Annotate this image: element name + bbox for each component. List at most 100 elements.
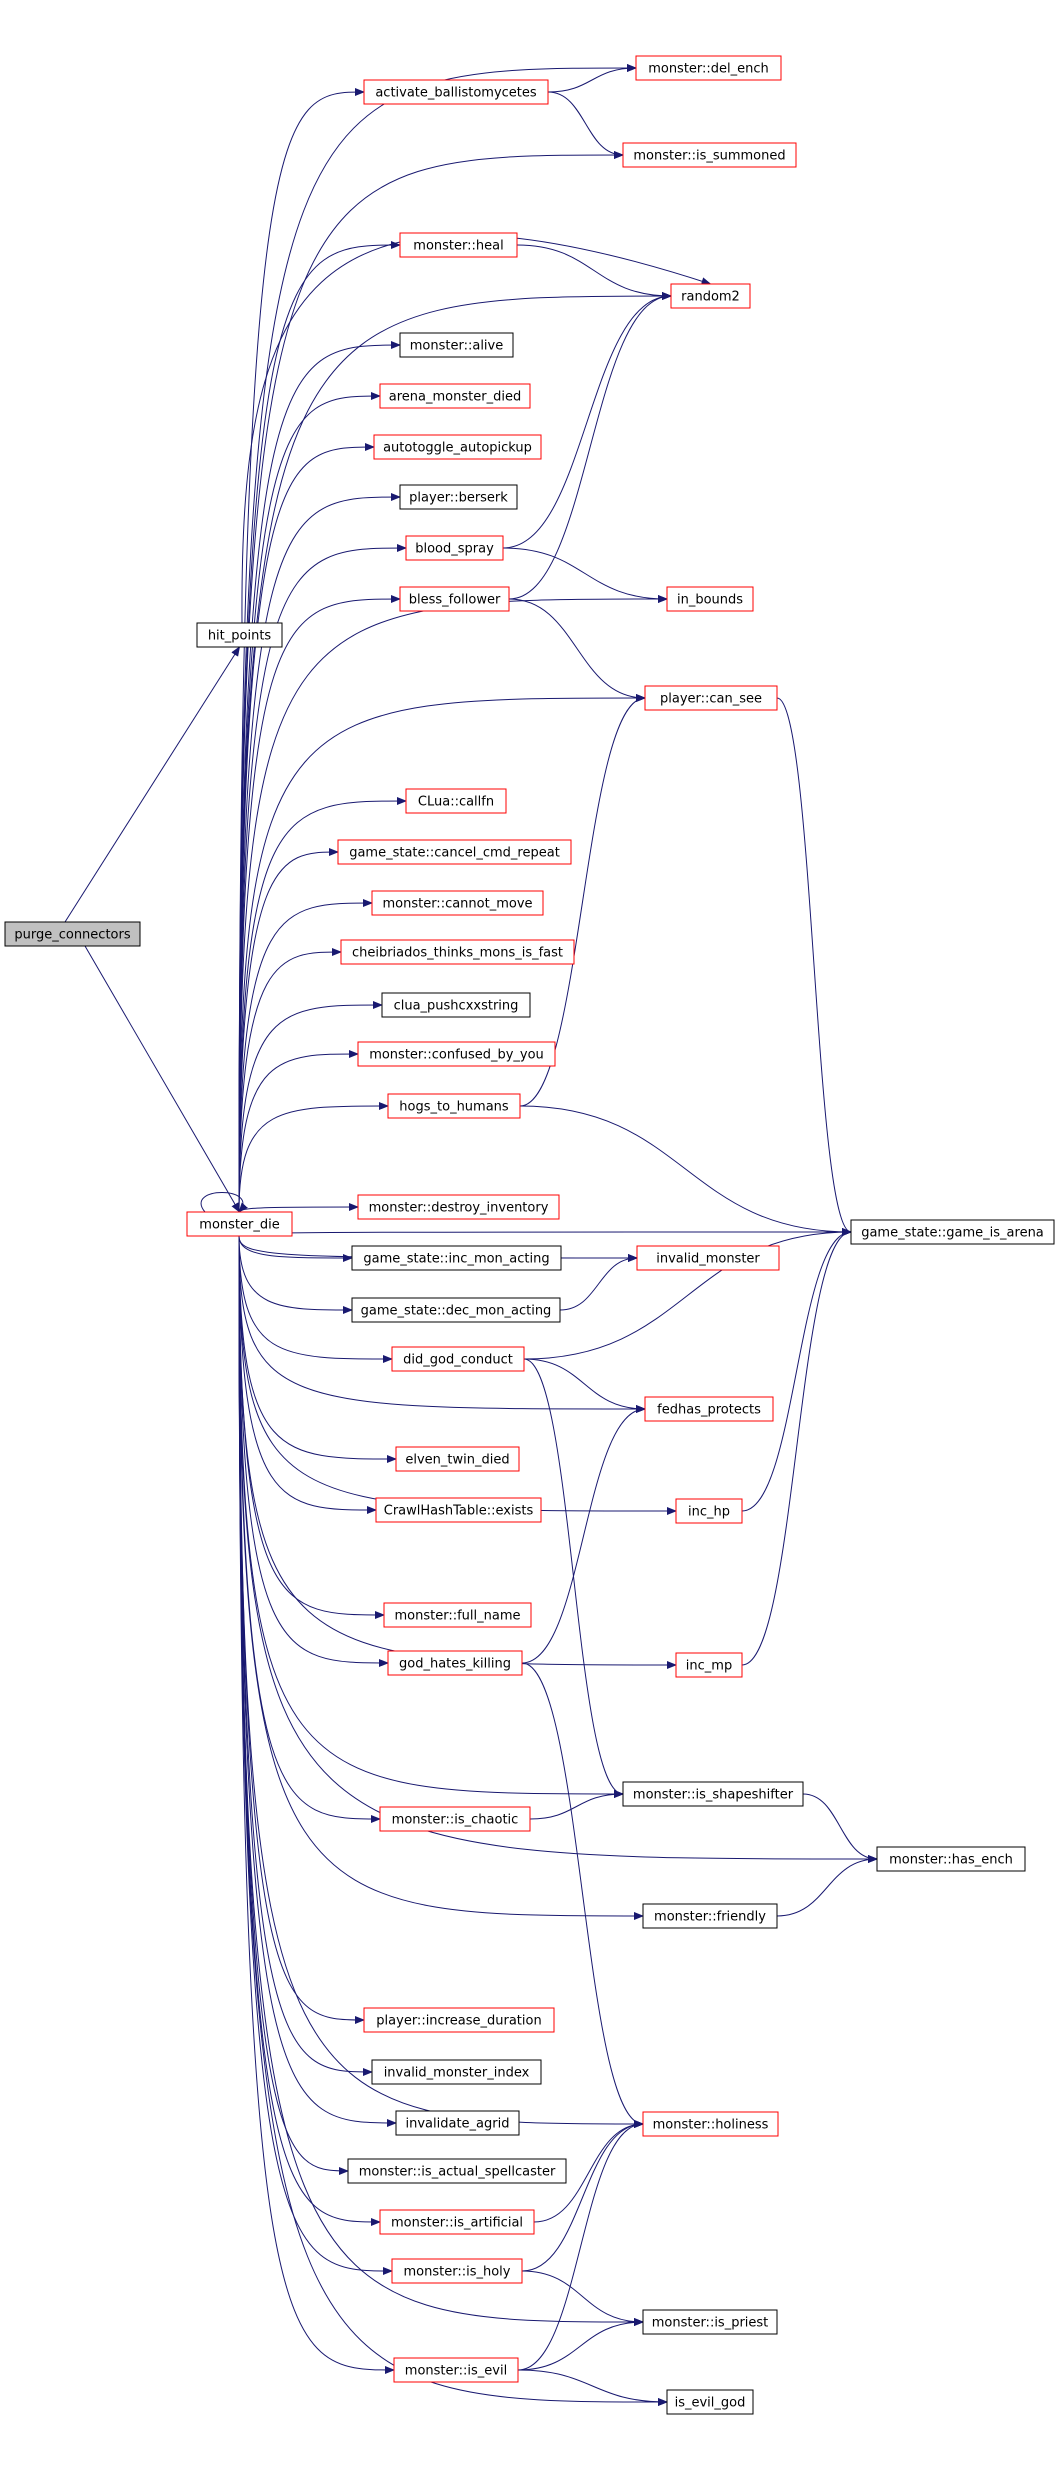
node-monster_confused_by_you[interactable]: monster::confused_by_you	[357, 1041, 556, 1067]
node-label: CLua::callfn	[418, 795, 494, 810]
edge-blood_spray-to-in_bounds	[502, 547, 668, 603]
node-label: monster::is_artificial	[391, 2216, 523, 2231]
node-crawlhashtable_exists[interactable]: CrawlHashTable::exists	[375, 1497, 542, 1523]
node-label: player::berserk	[409, 491, 508, 506]
node-game_state_cancel_cmd_repeat[interactable]: game_state::cancel_cmd_repeat	[337, 839, 572, 865]
node-hogs_to_humans[interactable]: hogs_to_humans	[387, 1093, 521, 1119]
node-label: arena_monster_died	[389, 390, 521, 405]
edge-monster_is_holy-to-monster_is_priest	[521, 2270, 644, 2326]
edge-blood_spray-to-random2	[502, 292, 672, 549]
edge-monster_is_artificial-to-monster_holiness	[533, 2120, 644, 2223]
node-invalidate_agrid[interactable]: invalidate_agrid	[395, 2110, 520, 2136]
node-game_state_game_is_arena[interactable]: game_state::game_is_arena	[850, 1219, 1055, 1245]
edge-monster_die-to-monster_is_evil	[238, 1235, 395, 2374]
edge-player_can_see-to-game_state_game_is_arena	[776, 697, 852, 1236]
node-autotoggle_autopickup[interactable]: autotoggle_autopickup	[373, 434, 542, 460]
node-monster_is_actual_spellcaster[interactable]: monster::is_actual_spellcaster	[347, 2158, 567, 2184]
node-box	[391, 1346, 525, 1372]
node-monster_cannot_move[interactable]: monster::cannot_move	[371, 890, 544, 916]
node-label: activate_ballistomycetes	[375, 86, 537, 101]
node-game_state_dec_mon_acting[interactable]: game_state::dec_mon_acting	[351, 1297, 561, 1323]
node-in_bounds[interactable]: in_bounds	[666, 586, 754, 612]
node-monster_is_holy[interactable]: monster::is_holy	[391, 2258, 523, 2284]
node-invalid_monster[interactable]: invalid_monster	[636, 1245, 780, 1271]
node-player_berserk[interactable]: player::berserk	[399, 484, 518, 510]
node-label: inc_hp	[688, 1505, 730, 1520]
node-box	[196, 622, 283, 648]
node-god_hates_killing[interactable]: god_hates_killing	[387, 1650, 523, 1676]
node-monster_is_priest[interactable]: monster::is_priest	[642, 2309, 778, 2335]
node-monster_holiness[interactable]: monster::holiness	[642, 2111, 779, 2137]
node-box	[622, 1781, 804, 1807]
node-label: monster::holiness	[653, 2118, 769, 2133]
node-game_state_inc_mon_acting[interactable]: game_state::inc_mon_acting	[351, 1245, 562, 1271]
node-monster_die[interactable]: monster_die	[186, 1211, 293, 1237]
node-monster_heal[interactable]: monster::heal	[399, 232, 518, 258]
edge-monster_die-to-monster_is_actual_spellcaster	[238, 1235, 349, 2175]
edge-bless_follower-to-random2	[508, 292, 672, 600]
node-monster_is_shapeshifter[interactable]: monster::is_shapeshifter	[622, 1781, 804, 1807]
node-box	[340, 939, 575, 965]
node-label: monster::alive	[410, 339, 503, 354]
node-hit_points[interactable]: hit_points	[196, 622, 283, 648]
edge-god_hates_killing-to-monster_holiness	[521, 1662, 644, 2128]
node-label: autotoggle_autopickup	[383, 441, 532, 456]
edge-monster_die-to-is_evil_god	[238, 1235, 668, 2406]
node-monster_del_ench[interactable]: monster::del_ench	[635, 55, 782, 81]
node-purge_connectors[interactable]: purge_connectors	[4, 921, 141, 947]
node-clua_callfn[interactable]: CLua::callfn	[405, 788, 507, 814]
node-bless_follower[interactable]: bless_follower	[399, 586, 510, 612]
node-label: purge_connectors	[14, 928, 130, 943]
node-monster_destroy_inventory[interactable]: monster::destroy_inventory	[357, 1194, 560, 1220]
node-is_evil_god[interactable]: is_evil_god	[666, 2389, 754, 2415]
edge-monster_die-to-game_state_game_is_arena	[238, 1228, 852, 1237]
node-arena_monster_died[interactable]: arena_monster_died	[379, 383, 531, 409]
node-blood_spray[interactable]: blood_spray	[405, 535, 504, 561]
node-monster_is_summoned[interactable]: monster::is_summoned	[622, 142, 797, 168]
edge-monster_die-to-player_berserk	[238, 493, 401, 1213]
node-inc_hp[interactable]: inc_hp	[675, 1498, 743, 1524]
node-box	[395, 1446, 520, 1472]
node-monster_is_chaotic[interactable]: monster::is_chaotic	[379, 1806, 531, 1832]
edge-monster_die-to-player_can_see	[238, 694, 646, 1213]
node-did_god_conduct[interactable]: did_god_conduct	[391, 1346, 525, 1372]
node-monster_is_evil[interactable]: monster::is_evil	[393, 2357, 519, 2383]
node-fedhas_protects[interactable]: fedhas_protects	[644, 1396, 774, 1422]
node-activate_ballistomycetes[interactable]: activate_ballistomycetes	[363, 79, 549, 105]
node-inc_mp[interactable]: inc_mp	[675, 1652, 743, 1678]
edge-monster_die-to-monster_die	[200, 1192, 248, 1213]
node-box	[357, 1194, 560, 1220]
node-label: hit_points	[208, 629, 272, 644]
node-label: blood_spray	[415, 542, 494, 557]
node-label: invalid_monster	[656, 1252, 760, 1267]
node-random2[interactable]: random2	[670, 283, 751, 309]
node-invalid_monster_index[interactable]: invalid_monster_index	[371, 2059, 542, 2085]
edge-god_hates_killing-to-fedhas_protects	[521, 1405, 646, 1664]
node-box	[381, 992, 531, 1018]
edge-monster_die-to-monster_has_ench	[238, 1235, 878, 1863]
node-box	[666, 586, 754, 612]
edge-monster_die-to-game_state_dec_mon_acting	[238, 1235, 353, 1314]
node-box	[387, 1093, 521, 1119]
node-label: game_state::cancel_cmd_repeat	[349, 846, 560, 861]
node-monster_alive[interactable]: monster::alive	[399, 332, 514, 358]
edge-did_god_conduct-to-game_state_game_is_arena	[523, 1228, 852, 1360]
node-monster_full_name[interactable]: monster::full_name	[383, 1602, 532, 1628]
node-box	[642, 1903, 778, 1929]
node-player_can_see[interactable]: player::can_see	[644, 685, 778, 711]
node-cheibriados_thinks_mons_is_fast[interactable]: cheibriados_thinks_mons_is_fast	[340, 939, 575, 965]
node-monster_has_ench[interactable]: monster::has_ench	[876, 1846, 1026, 1872]
node-box	[644, 1396, 774, 1422]
edge-hogs_to_humans-to-game_state_game_is_arena	[519, 1105, 852, 1236]
node-label: monster::del_ench	[648, 62, 769, 77]
node-player_increase_duration[interactable]: player::increase_duration	[363, 2007, 555, 2033]
node-label: monster::is_evil	[405, 2364, 507, 2379]
node-clua_pushcxxstring[interactable]: clua_pushcxxstring	[381, 992, 531, 1018]
edge-monster_die-to-monster_full_name	[238, 1235, 385, 1619]
node-box	[387, 1650, 523, 1676]
node-elven_twin_died[interactable]: elven_twin_died	[395, 1446, 520, 1472]
node-monster_is_artificial[interactable]: monster::is_artificial	[379, 2209, 535, 2235]
node-monster_friendly[interactable]: monster::friendly	[642, 1903, 778, 1929]
edge-monster_die-to-elven_twin_died	[238, 1235, 397, 1463]
edge-monster_die-to-monster_del_ench	[238, 64, 637, 1213]
